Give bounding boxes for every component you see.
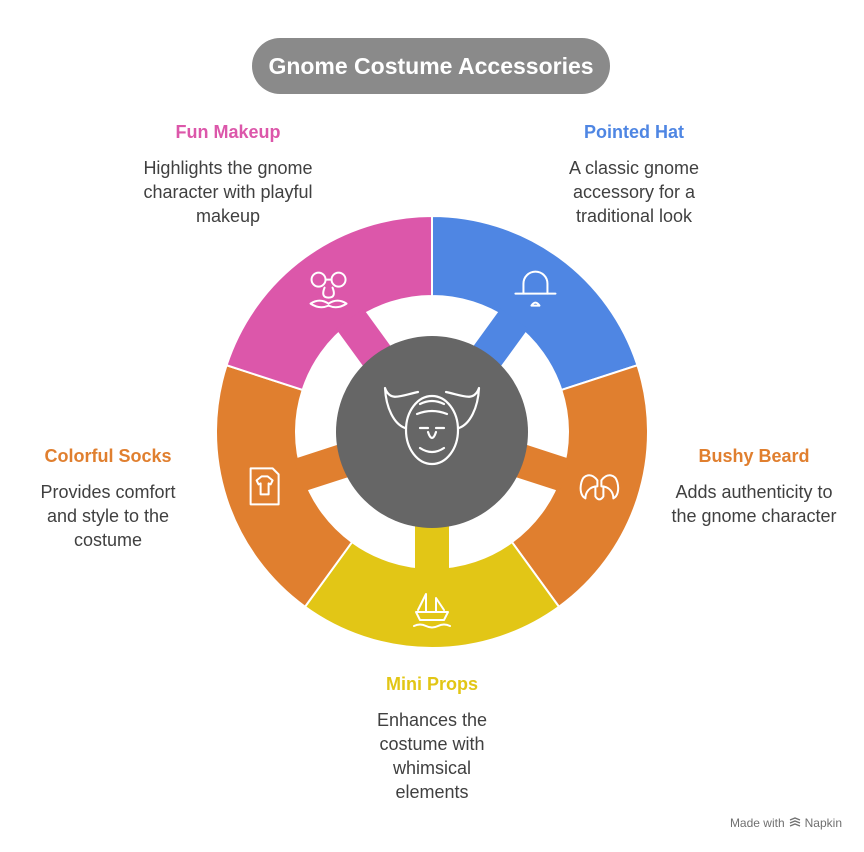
gnome-face-icon — [383, 386, 481, 466]
hat-icon — [514, 270, 557, 307]
pointed-hat-title: Pointed Hat — [583, 122, 684, 142]
label-mini-props: Mini Props Enhances the costume with whi… — [332, 674, 532, 804]
bushy-beard-title: Bushy Beard — [698, 446, 810, 466]
footer-credit: Made with Napkin — [730, 816, 842, 830]
segment-colorful-socks — [215, 363, 354, 609]
colorful-socks-title: Colorful Socks — [44, 446, 172, 466]
segment-mini-props — [303, 540, 561, 649]
segment-icons — [249, 270, 620, 629]
label-fun-makeup: Fun Makeup Highlights the gnome characte… — [128, 122, 328, 228]
glasses-nose-icon — [309, 271, 348, 309]
mustache-icon — [579, 474, 620, 501]
napkin-logo-icon — [789, 817, 800, 827]
label-bushy-beard: Bushy Beard Adds authenticity to the gno… — [654, 446, 854, 528]
label-colorful-socks: Colorful Socks Provides comfort and styl… — [8, 446, 208, 552]
connector-mini-props — [415, 522, 449, 572]
connector-colorful-socks — [293, 443, 352, 492]
bushy-beard-description: Adds authenticity to the gnome character — [671, 482, 837, 526]
diagram-title: Gnome Costume Accessories — [252, 38, 610, 94]
colorful-socks-description: Provides comfort and style to the costum… — [40, 482, 176, 550]
connector-bushy-beard — [512, 443, 571, 492]
made-with-text: Made with — [729, 816, 785, 830]
fun-makeup-description: Highlights the gnome character with play… — [143, 158, 313, 226]
fun-makeup-title: Fun Makeup — [175, 122, 281, 142]
ship-icon — [413, 593, 451, 629]
mini-props-title: Mini Props — [385, 674, 478, 694]
shirt-icon — [249, 467, 280, 506]
label-pointed-hat: Pointed Hat A classic gnome accessory fo… — [534, 122, 734, 228]
pointed-hat-description: A classic gnome accessory for a traditio… — [568, 158, 700, 226]
center-circle — [336, 336, 528, 528]
napkin-brand-text: Napkin — [804, 816, 842, 830]
mini-props-description: Enhances the costume with whimsical elem… — [376, 710, 488, 802]
